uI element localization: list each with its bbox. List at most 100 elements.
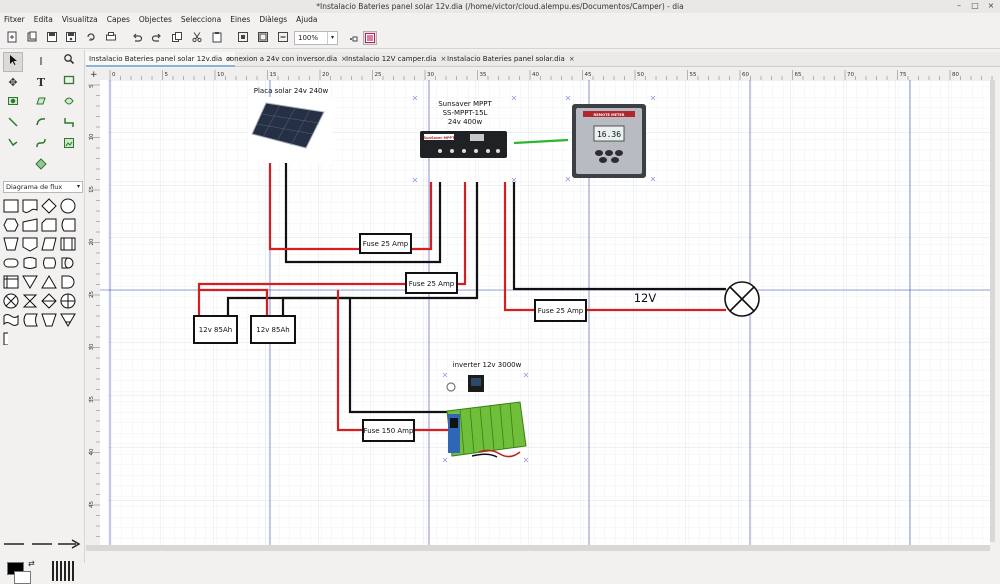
fuse-1[interactable] <box>359 233 412 254</box>
battery-2[interactable] <box>250 315 296 344</box>
print-icon[interactable] <box>104 31 118 45</box>
tab-instalacio-12v-camper[interactable]: Instalacio 12V camper.dia× <box>343 52 449 67</box>
background-color-swatch[interactable] <box>14 571 31 584</box>
maximize-icon[interactable]: □ <box>971 1 979 10</box>
shape-document-icon[interactable] <box>21 197 39 215</box>
menu-capes[interactable]: Capes <box>106 15 130 24</box>
inverter-image[interactable] <box>446 375 527 458</box>
shape-collate-icon[interactable] <box>21 292 39 310</box>
zoom-fit-icon[interactable] <box>236 31 250 45</box>
tab-instalacio-bateries-12v[interactable]: Instalacio Bateries panel solar 12v.dia× <box>86 52 236 67</box>
zoom-best-icon[interactable] <box>256 31 270 45</box>
tab-instalacio-bateries[interactable]: Instalacio Bateries panel solar.dia× <box>444 52 578 67</box>
new-file-icon[interactable] <box>5 31 19 45</box>
arc-tool-icon[interactable] <box>31 115 51 135</box>
horizontal-scrollbar[interactable] <box>86 545 990 551</box>
shape-or-icon[interactable] <box>59 292 77 310</box>
menu-selecciona[interactable]: Selecciona <box>180 15 222 24</box>
scroll-tool-icon[interactable]: ✥ <box>8 76 18 89</box>
tab-close-icon[interactable]: × <box>440 55 447 63</box>
ellipse-tool-icon[interactable] <box>3 94 23 114</box>
fuse-3[interactable] <box>534 299 587 322</box>
shape-preparation-icon[interactable] <box>2 216 20 234</box>
fuse-2[interactable] <box>405 272 458 294</box>
shape-delay-2-icon[interactable] <box>59 273 77 291</box>
tab-close-icon[interactable]: × <box>341 55 348 63</box>
shape-terminal-icon[interactable] <box>2 254 20 272</box>
shape-punched-card-icon[interactable] <box>40 216 58 234</box>
shape-direct-data-icon[interactable] <box>40 254 58 272</box>
shape-punched-tape-icon[interactable] <box>2 311 20 329</box>
shape-magnetic-disk-icon[interactable] <box>21 254 39 272</box>
shape-merge-icon[interactable] <box>21 273 39 291</box>
shape-manual-file-icon[interactable] <box>40 311 58 329</box>
shape-summing-icon[interactable] <box>2 292 20 310</box>
cut-icon[interactable] <box>190 31 204 45</box>
box-tool-icon[interactable] <box>59 73 79 93</box>
shape-offline-storage-icon[interactable] <box>59 311 77 329</box>
export-icon[interactable] <box>84 31 98 45</box>
shape-sort-icon[interactable] <box>40 292 58 310</box>
tab-close-icon[interactable]: × <box>226 55 233 63</box>
tab-conexion-24v[interactable]: conexion a 24v con inversor.dia× <box>223 52 350 67</box>
shape-data-icon[interactable] <box>40 235 58 253</box>
shape-manual-input-icon[interactable] <box>21 216 39 234</box>
undo-icon[interactable] <box>130 31 144 45</box>
lamp-load[interactable] <box>724 281 760 317</box>
solar-panel-image[interactable] <box>249 97 332 163</box>
shape-delay-icon[interactable] <box>59 254 77 272</box>
menu-fitxer[interactable]: Fitxer <box>4 15 25 24</box>
redo-icon[interactable] <box>150 31 164 45</box>
open-file-icon[interactable] <box>25 31 39 45</box>
mppt-controller-image[interactable] <box>420 131 507 158</box>
save-icon[interactable] <box>45 31 59 45</box>
zoom-input[interactable]: 100% ▾ <box>294 31 338 45</box>
shape-annotation-icon[interactable] <box>2 330 20 345</box>
beziergon-tool-icon[interactable] <box>59 94 79 114</box>
menu-eines[interactable]: Eines <box>230 15 251 24</box>
fuse-4[interactable] <box>362 419 415 442</box>
copy-icon[interactable] <box>170 31 184 45</box>
shape-internal-storage-icon[interactable] <box>2 273 20 291</box>
remote-meter-image[interactable] <box>572 104 646 178</box>
menu-dialegs[interactable]: Diàlegs <box>259 15 288 24</box>
minimize-icon[interactable]: – <box>957 1 961 10</box>
shape-connector-icon[interactable] <box>59 197 77 215</box>
menu-ajuda[interactable]: Ajuda <box>296 15 318 24</box>
swap-colors-icon[interactable]: ⇄ <box>28 559 35 568</box>
pointer-tool-icon[interactable] <box>3 52 23 72</box>
tab-close-icon[interactable]: × <box>568 55 575 63</box>
zoom-dropdown-icon[interactable]: ▾ <box>327 32 337 44</box>
magnify-tool-icon[interactable] <box>59 52 79 72</box>
shape-predefined-icon[interactable] <box>59 235 77 253</box>
bezier-tool-icon[interactable] <box>31 136 51 156</box>
battery-1[interactable] <box>193 315 238 344</box>
sheet-selector[interactable]: Diagrama de flux ▾ <box>3 181 83 193</box>
shape-extract-icon[interactable] <box>40 273 58 291</box>
outline-tool-icon[interactable] <box>31 157 51 177</box>
zigzag-tool-icon[interactable] <box>59 115 79 135</box>
line-tool-icon[interactable] <box>3 115 23 135</box>
shape-off-page-icon[interactable] <box>21 235 39 253</box>
zoom-out-icon[interactable] <box>276 31 290 45</box>
text-tool-icon[interactable]: T <box>36 76 46 89</box>
shape-manual-operation-icon[interactable] <box>2 235 20 253</box>
polyline-tool-icon[interactable] <box>3 136 23 156</box>
save-as-icon[interactable] <box>64 31 78 45</box>
snap-to-objects-icon[interactable] <box>363 31 377 45</box>
menu-objectes[interactable]: Objectes <box>138 15 172 24</box>
close-window-icon[interactable]: × <box>987 1 995 10</box>
line-width-icon[interactable] <box>52 561 74 581</box>
paste-icon[interactable] <box>210 31 224 45</box>
snap-to-grid-icon[interactable] <box>346 31 360 45</box>
shape-stored-data-icon[interactable] <box>21 311 39 329</box>
shape-decision-icon[interactable] <box>40 197 58 215</box>
vertical-scrollbar[interactable] <box>990 80 995 542</box>
menu-visualitza[interactable]: Visualitza <box>61 15 98 24</box>
menu-edita[interactable]: Edita <box>33 15 53 24</box>
image-tool-icon[interactable] <box>59 136 79 156</box>
polygon-tool-icon[interactable] <box>31 94 51 114</box>
text-edit-tool-icon[interactable]: I <box>39 55 43 68</box>
shape-process-icon[interactable] <box>2 197 20 215</box>
shape-display-icon[interactable] <box>59 216 77 234</box>
